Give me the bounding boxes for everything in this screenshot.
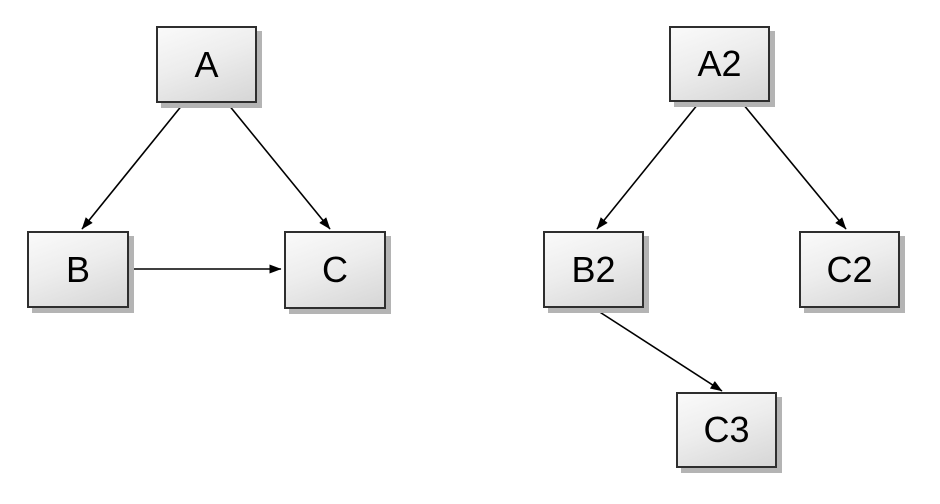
edge-B2-C3[interactable]: [594, 308, 723, 392]
node-b2[interactable]: B2: [543, 231, 644, 308]
node-a2[interactable]: A2: [669, 26, 770, 102]
node-b-label: B: [65, 248, 90, 290]
node-b2-label: B2: [571, 248, 616, 290]
edge-A-C[interactable]: [227, 103, 331, 230]
node-c-label: C: [322, 249, 348, 290]
node-c2-label: C2: [826, 248, 873, 290]
node-b[interactable]: B: [27, 231, 129, 308]
node-a[interactable]: A: [156, 26, 257, 103]
node-c2[interactable]: C2: [799, 231, 900, 308]
node-c[interactable]: C: [284, 231, 386, 309]
node-a-label: A: [194, 43, 219, 85]
edge-A-B[interactable]: [81, 103, 184, 230]
node-a2-label: A2: [697, 43, 742, 84]
node-c3-label: C3: [703, 409, 750, 450]
edge-A2-B2[interactable]: [596, 103, 699, 230]
node-c3[interactable]: C3: [676, 392, 777, 468]
edge-A2-C2[interactable]: [742, 103, 847, 230]
